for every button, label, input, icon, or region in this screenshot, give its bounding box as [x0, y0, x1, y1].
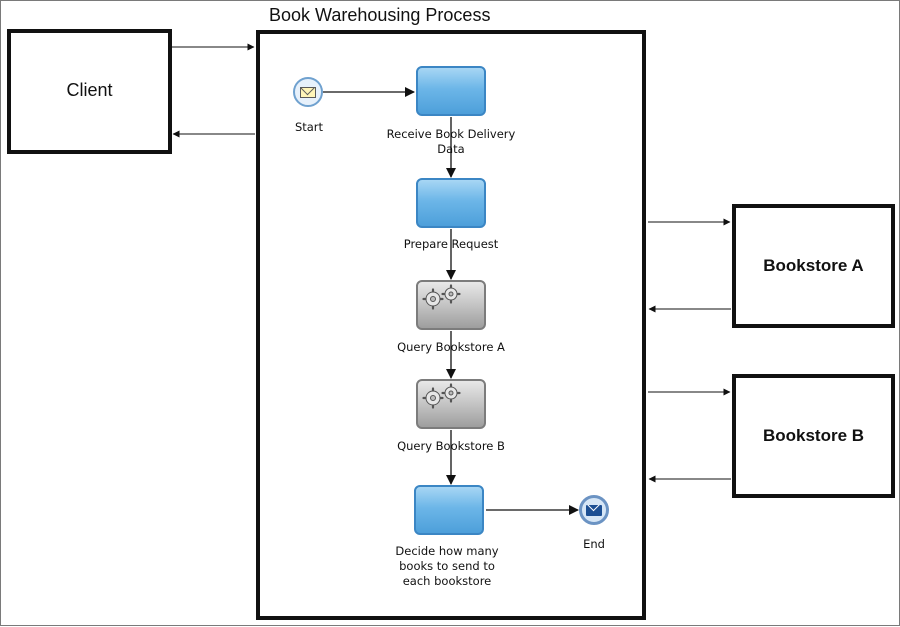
- bookstore-b-participant[interactable]: Bookstore B: [732, 374, 895, 498]
- service-gears-icon: [422, 284, 461, 310]
- start-event[interactable]: [293, 77, 323, 107]
- receive-book-delivery-label: Receive Book Delivery Data: [386, 127, 516, 156]
- query-bookstore-a-label: Query Bookstore A: [397, 340, 505, 354]
- message-envelope-icon: [300, 86, 316, 98]
- receive-book-delivery-task[interactable]: [416, 66, 486, 116]
- service-gears-icon: [422, 383, 461, 409]
- query-bookstore-a-task[interactable]: [416, 280, 486, 330]
- bookstore-a-participant[interactable]: Bookstore A: [732, 204, 895, 328]
- end-event[interactable]: [579, 495, 609, 525]
- bookstore-b-label: Bookstore B: [762, 426, 865, 445]
- bookstore-a-label: Bookstore A: [763, 256, 864, 275]
- client-participant[interactable]: Client: [7, 29, 172, 154]
- client-label: Client: [66, 80, 113, 100]
- process-title: Book Warehousing Process: [269, 5, 491, 25]
- start-event-label: Start: [294, 120, 324, 134]
- process-pool: [256, 30, 646, 620]
- decide-books-label: Decide how many books to send to each bo…: [395, 544, 499, 588]
- decide-books-task[interactable]: [414, 485, 484, 535]
- message-envelope-icon: [586, 504, 602, 516]
- query-bookstore-b-task[interactable]: [416, 379, 486, 429]
- prepare-request-label: Prepare Request: [403, 237, 499, 251]
- end-event-label: End: [583, 537, 605, 551]
- prepare-request-task[interactable]: [416, 178, 486, 228]
- query-bookstore-b-label: Query Bookstore B: [397, 439, 505, 453]
